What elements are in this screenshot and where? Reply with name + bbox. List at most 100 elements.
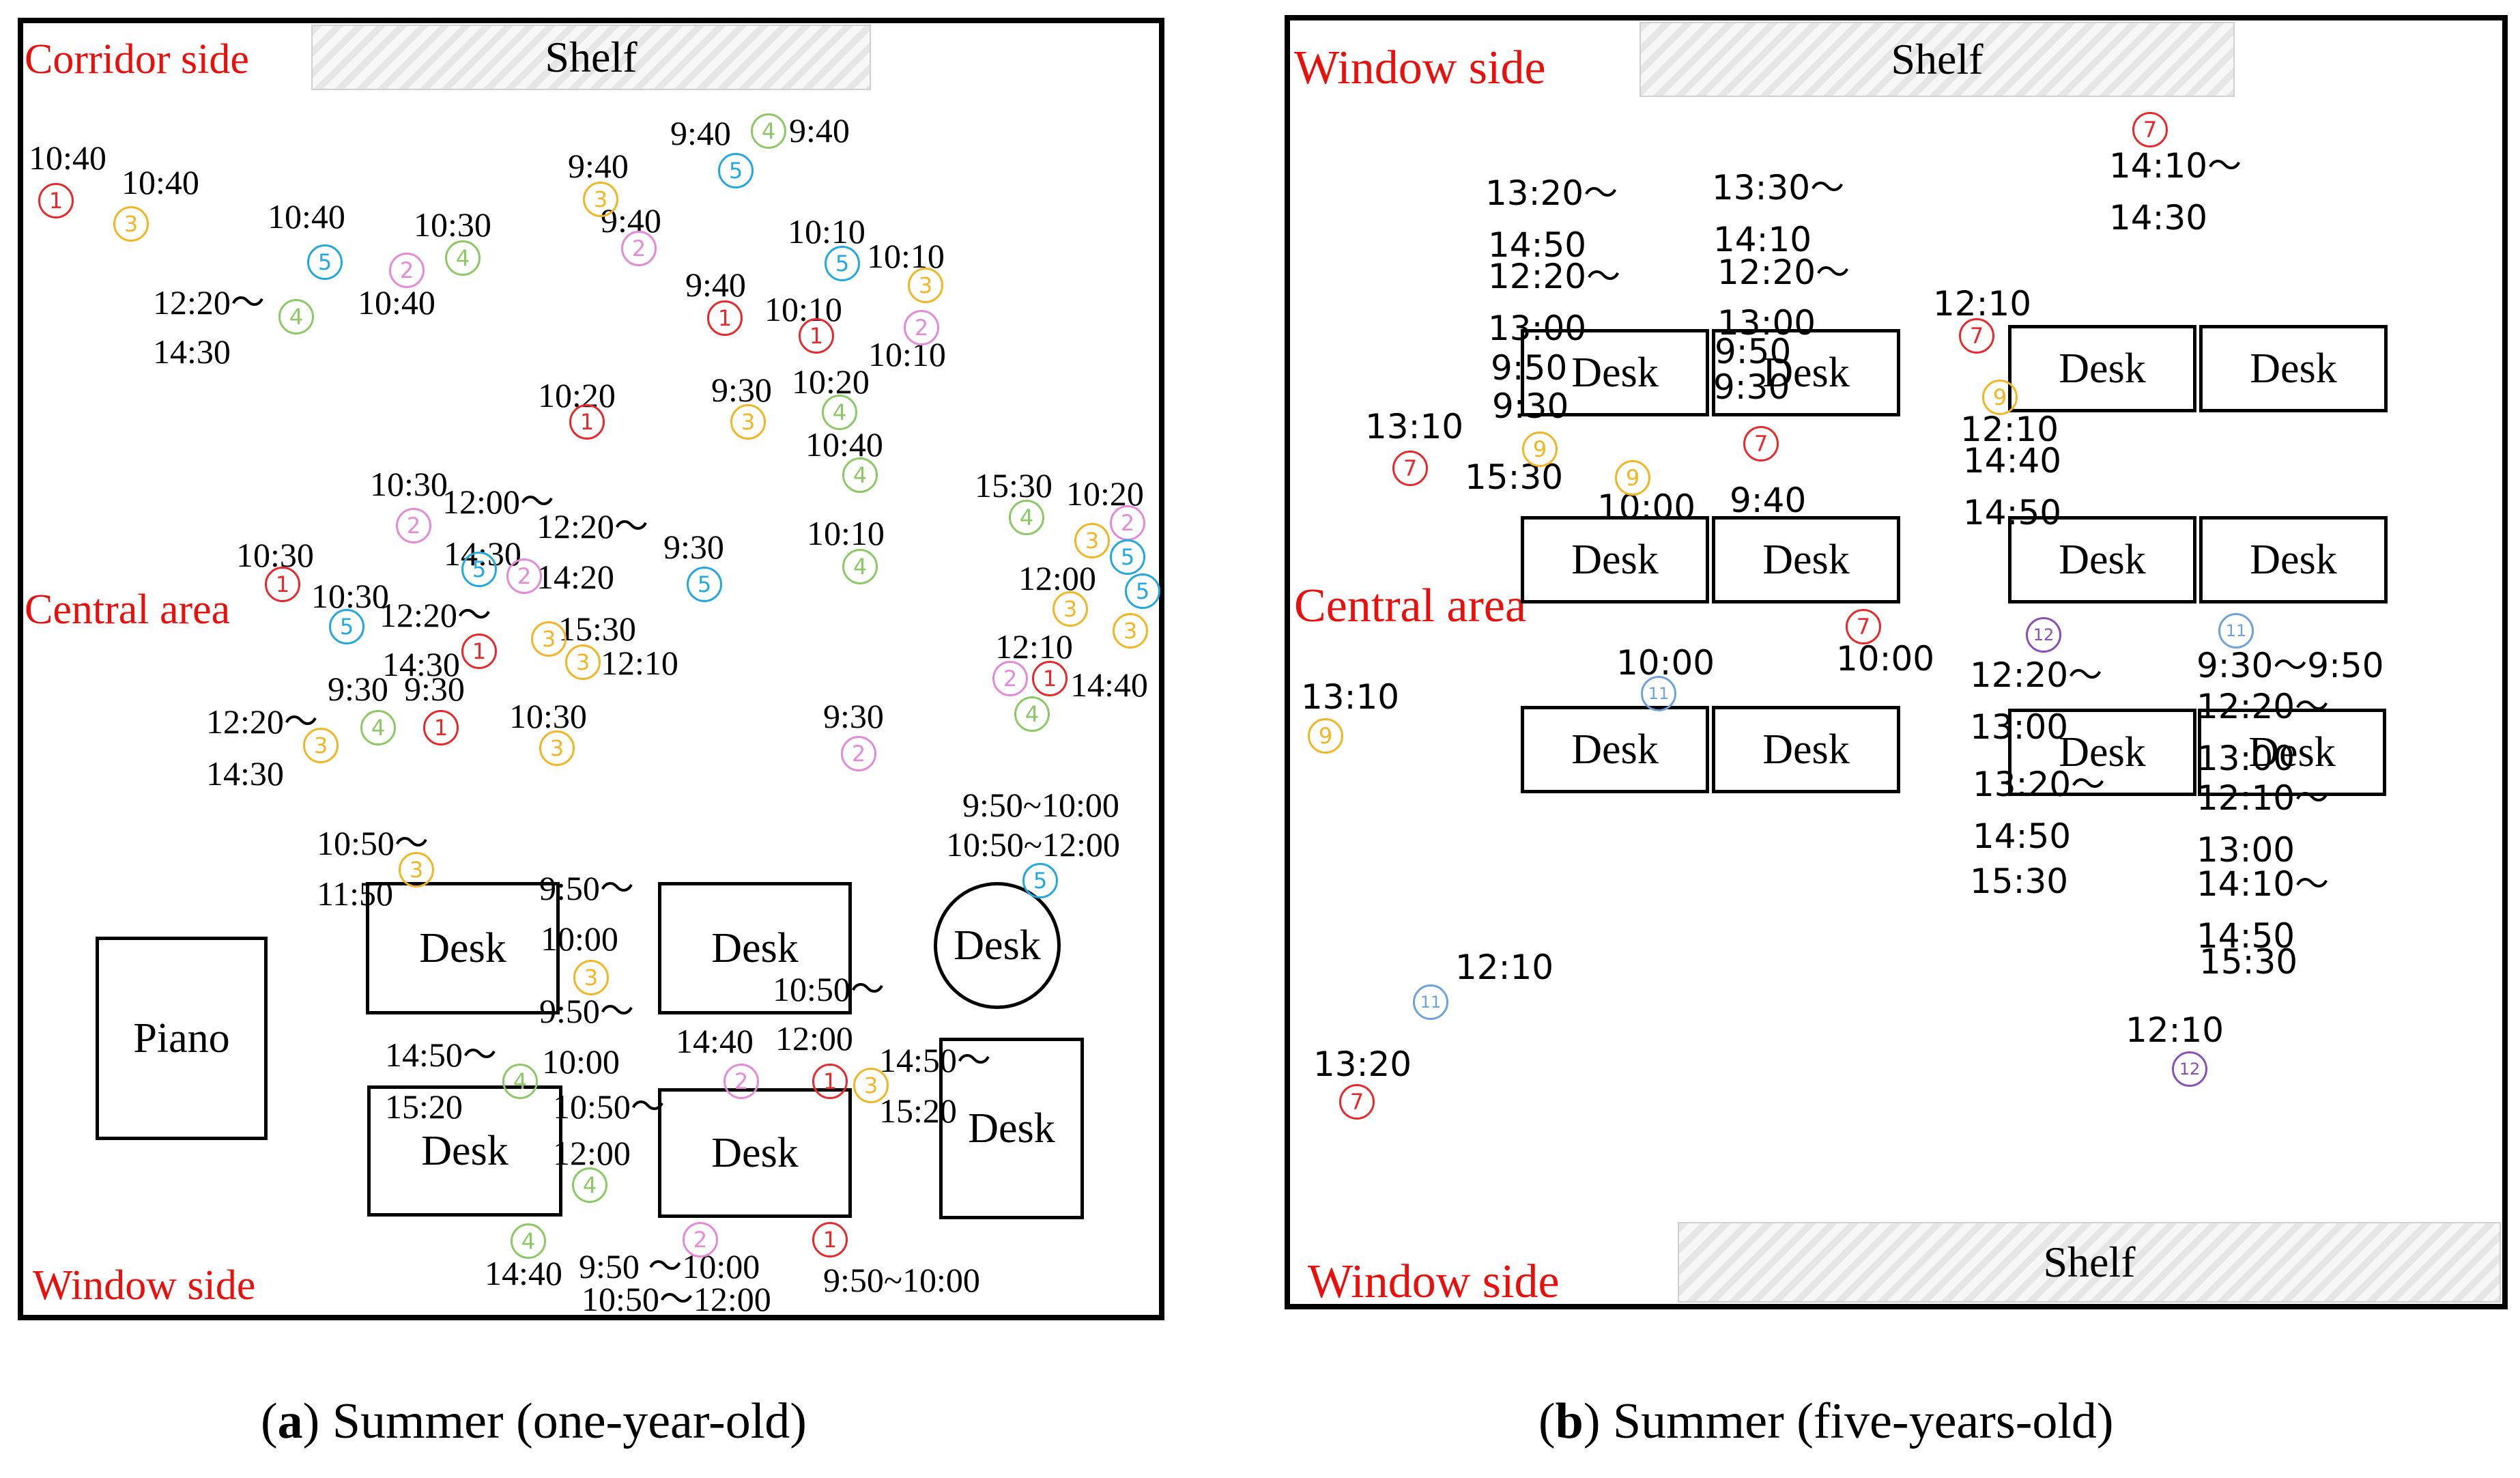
child-marker-5: 5	[1125, 573, 1160, 609]
child-marker-7: 7	[2132, 112, 2168, 147]
child-marker-4: 4	[502, 1064, 538, 1099]
desk-label: Desk	[2059, 536, 2146, 583]
time-label: 13:00	[1488, 309, 1587, 348]
time-label: 10:20	[792, 363, 870, 401]
child-marker-9: 9	[1522, 431, 1558, 467]
time-label: 10:30	[236, 536, 314, 574]
time-label: 12:00～	[442, 483, 554, 521]
desk-label: Desk	[1762, 349, 1850, 396]
time-label: 15:20	[879, 1092, 957, 1130]
child-marker-1: 1	[812, 1222, 848, 1257]
time-label: 14:20	[536, 558, 614, 596]
desk: Desk	[1712, 706, 1900, 793]
time-label: 15:30	[1465, 457, 1564, 497]
child-marker-5: 5	[718, 153, 754, 188]
time-label: 11:50	[317, 875, 394, 913]
time-label: 14:10～	[2196, 864, 2330, 904]
desk: Desk	[1712, 329, 1900, 416]
child-marker-1: 1	[812, 1064, 848, 1099]
time-label: 9:30～9:50	[2196, 646, 2384, 685]
desk-label: Desk	[954, 922, 1041, 969]
time-label: 10:30	[414, 205, 491, 244]
desk-label: Desk	[419, 924, 506, 971]
time-label: 9:50~10:00	[962, 786, 1119, 824]
child-marker-3: 3	[730, 404, 766, 440]
time-label: 12:10～	[2196, 778, 2330, 818]
child-marker-3: 3	[539, 730, 575, 766]
desk-label: Desk	[1571, 349, 1659, 396]
child-marker-2: 2	[1110, 505, 1145, 541]
piano-label: Piano	[133, 1014, 230, 1062]
time-label: 12:20～	[206, 702, 318, 741]
desk-label: Desk	[1571, 726, 1659, 773]
time-label: 13:10	[1301, 677, 1400, 717]
child-marker-5: 5	[687, 567, 722, 602]
time-label: 9:50～	[539, 869, 634, 907]
time-label: 13:20～	[1485, 173, 1618, 213]
window-side-label: Window side	[1308, 1255, 1560, 1308]
time-label: 14:50	[2196, 916, 2295, 956]
child-marker-3: 3	[303, 728, 339, 763]
child-marker-4: 4	[1014, 696, 1050, 732]
time-label: 14:40	[485, 1254, 562, 1292]
child-marker-7: 7	[1339, 1084, 1375, 1120]
child-marker-9: 9	[1982, 380, 2018, 415]
time-label: 9:30	[328, 670, 388, 708]
desk: Desk	[2199, 325, 2388, 412]
desk: Desk	[2008, 325, 2196, 412]
time-label: 12:20～	[1970, 655, 2103, 695]
desk-label: Desk	[2248, 728, 2336, 776]
time-label: 9:40	[685, 266, 746, 304]
time-label: 12:10	[2125, 1010, 2224, 1050]
time-label: 10:30	[509, 697, 587, 735]
child-marker-4: 4	[572, 1167, 607, 1203]
time-label: 14:30	[382, 645, 460, 683]
window-side-label: Window side	[1294, 42, 1546, 94]
child-marker-1: 1	[569, 404, 605, 440]
child-marker-2: 2	[389, 253, 425, 288]
time-label: 9:50 ～10:00	[579, 1247, 760, 1285]
panel-b-shelf-top: Shelf	[1640, 22, 2235, 97]
time-label: 15:30	[1970, 862, 2069, 901]
time-label: 10:10	[868, 335, 946, 373]
child-marker-3: 3	[908, 268, 943, 303]
time-label: 10:40	[121, 163, 199, 201]
child-marker-4: 4	[751, 113, 786, 149]
child-marker-5: 5	[1022, 863, 1058, 898]
child-marker-5: 5	[329, 609, 364, 644]
time-label: 9:50~10:00	[823, 1261, 980, 1299]
time-label: 14:50～	[879, 1041, 991, 1079]
desk-label: Desk	[968, 1105, 1055, 1152]
desk-label: Desk	[711, 1129, 799, 1176]
desk-label: Desk	[2250, 345, 2337, 392]
child-marker-12: 12	[2026, 617, 2061, 653]
time-label: 10:40	[805, 425, 883, 464]
window-side-label: Window side	[33, 1262, 256, 1309]
time-label: 9:30	[711, 371, 772, 409]
desk-label: Desk	[1762, 536, 1850, 583]
time-label: 12:10	[601, 644, 678, 682]
child-marker-11: 11	[1413, 984, 1448, 1020]
child-marker-3: 3	[531, 621, 567, 657]
child-marker-5: 5	[825, 246, 860, 281]
time-label: 10:30	[311, 577, 389, 615]
time-label: 12:20～	[2196, 687, 2330, 726]
desk-label: Desk	[2250, 536, 2337, 583]
child-marker-5: 5	[461, 552, 497, 587]
desk-label: Desk	[421, 1127, 509, 1174]
child-marker-3: 3	[583, 182, 618, 217]
child-marker-2: 2	[506, 558, 542, 594]
child-marker-2: 2	[992, 661, 1028, 696]
time-label: 9:50	[1715, 332, 1792, 371]
child-marker-12: 12	[2172, 1051, 2207, 1087]
time-label: 12:20～	[536, 507, 648, 545]
time-label: 14:10	[1713, 220, 1812, 259]
central-area-label: Central area	[1294, 580, 1527, 632]
child-marker-3: 3	[1074, 523, 1110, 558]
time-label: 10:00	[541, 920, 618, 958]
desk: Desk	[2008, 516, 2196, 603]
shelf-label: Shelf	[545, 33, 638, 81]
time-label: 14:50	[1488, 225, 1587, 265]
desk: Desk	[2198, 709, 2386, 796]
desk: Desk	[658, 1088, 852, 1218]
